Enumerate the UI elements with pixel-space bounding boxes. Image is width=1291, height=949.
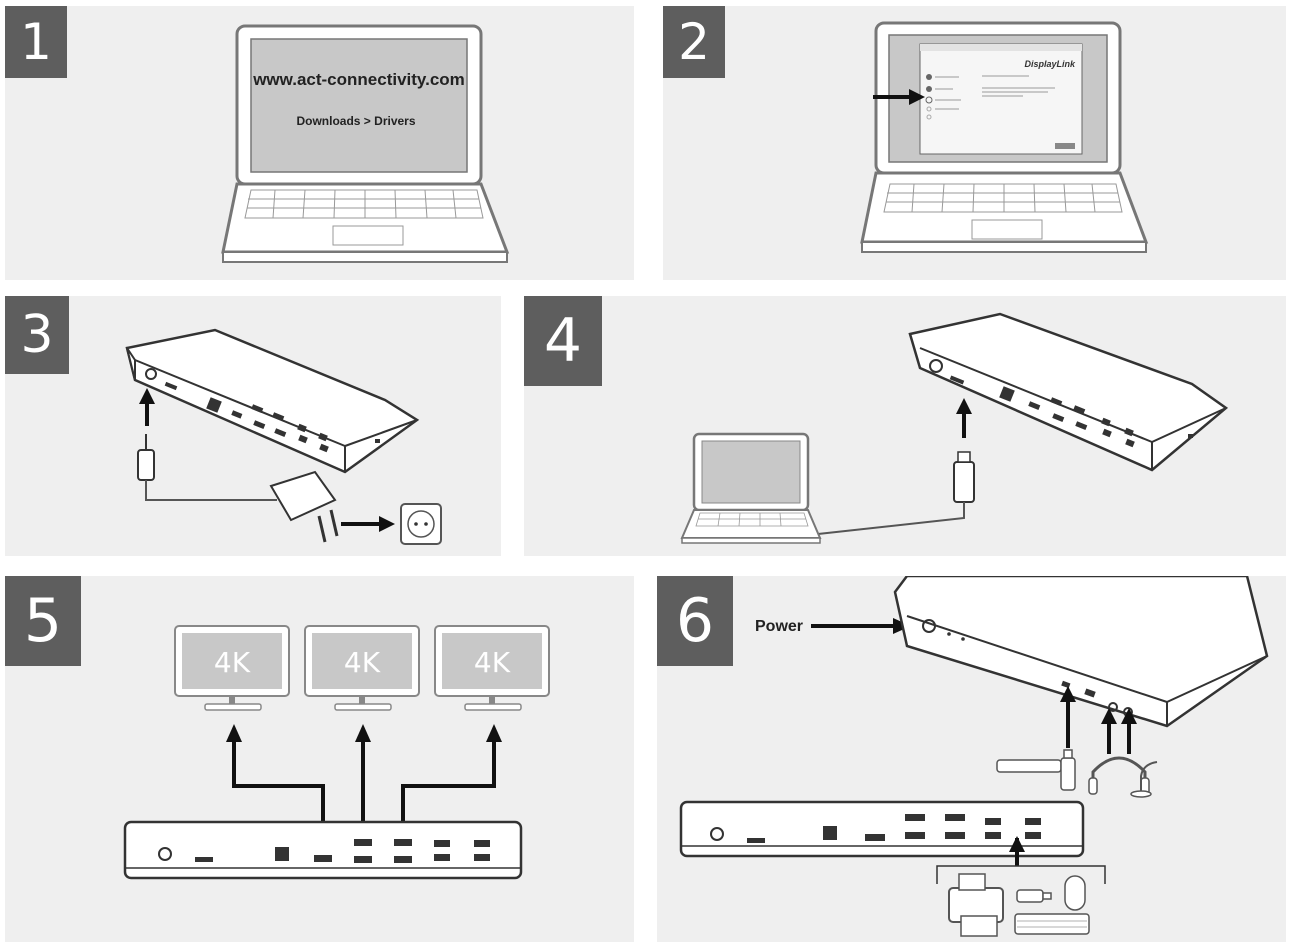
step-2-panel: DisplayLink 2 bbox=[663, 6, 1286, 280]
step-number-badge: 1 bbox=[5, 6, 67, 78]
triple-4k-monitor-illustration: 4K 4K 4K bbox=[123, 625, 550, 880]
monitor-label: 4K bbox=[214, 646, 251, 679]
power-label: Power bbox=[755, 618, 803, 635]
monitor-label: 4K bbox=[344, 646, 381, 679]
displaylink-logo: DisplayLink bbox=[1024, 59, 1076, 69]
laptop-installer-illustration: DisplayLink bbox=[860, 21, 1149, 253]
step-3-panel: 3 bbox=[5, 296, 501, 556]
step-5-panel: 4K 4K 4K bbox=[5, 576, 634, 942]
laptop-download-illustration: www.act-connectivity.com Downloads > Dri… bbox=[221, 24, 510, 263]
step-number-badge: 2 bbox=[663, 6, 725, 78]
step-4-panel: 4 bbox=[524, 296, 1286, 556]
step-number-badge: 5 bbox=[5, 576, 81, 666]
step-6-panel: Power bbox=[657, 576, 1286, 942]
download-path: Downloads > Drivers bbox=[296, 114, 415, 128]
dock-laptop-connection-illustration bbox=[680, 312, 1229, 544]
dock-peripherals-illustration: Power bbox=[679, 576, 1269, 937]
step-1-panel: www.act-connectivity.com Downloads > Dri… bbox=[5, 6, 634, 280]
monitor-3: 4K bbox=[434, 625, 550, 711]
step-number-badge: 4 bbox=[524, 296, 602, 386]
dock-power-illustration bbox=[125, 328, 442, 545]
monitor-2: 4K bbox=[304, 625, 420, 711]
step-number-badge: 3 bbox=[5, 296, 69, 374]
step-number-badge: 6 bbox=[657, 576, 733, 666]
monitor-label: 4K bbox=[474, 646, 511, 679]
monitor-1: 4K bbox=[174, 625, 290, 711]
download-url: www.act-connectivity.com bbox=[252, 70, 465, 89]
